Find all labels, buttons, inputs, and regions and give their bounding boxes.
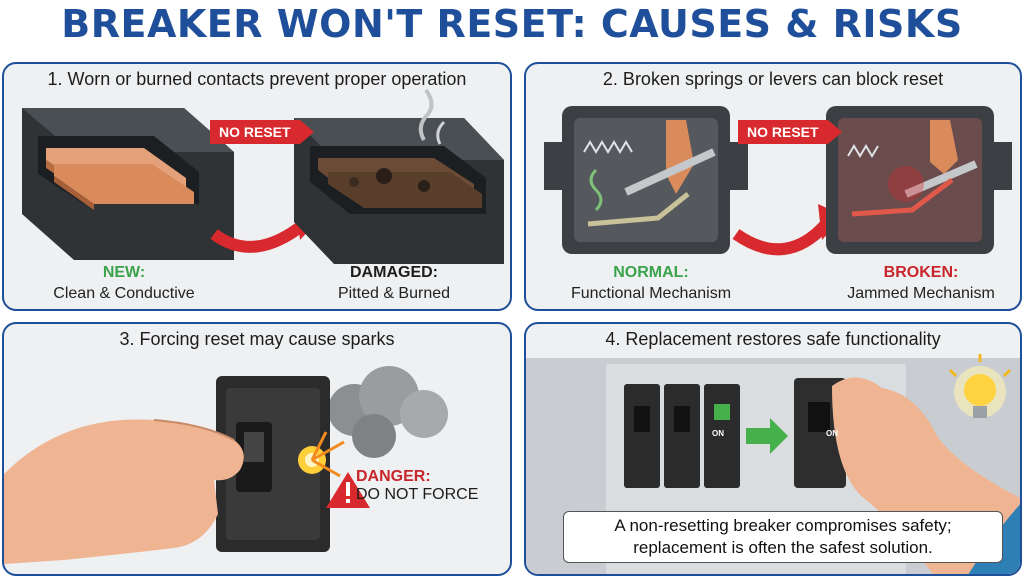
hand-image — [4, 419, 244, 564]
panel-title: 2. Broken springs or levers can block re… — [602, 69, 944, 89]
on-label: ON — [712, 429, 724, 438]
new-description: Clean & Conductive — [53, 285, 195, 302]
no-reset-badge: NO RESET — [210, 120, 314, 144]
breaker-image — [216, 376, 330, 552]
danger-warning: DANGER: DO NOT FORCE — [356, 468, 478, 504]
broken-mechanism-image — [826, 106, 1012, 254]
damaged-description: Pitted & Burned — [337, 285, 451, 302]
damaged-caption: DAMAGED: Pitted & Burned — [304, 262, 484, 304]
panel-worn-contacts: 1. Worn or burned contacts prevent prope… — [2, 62, 512, 311]
new-contacts-image — [22, 108, 234, 260]
danger-label: DANGER: — [356, 468, 431, 485]
on-label-new: ON — [826, 429, 838, 438]
broken-description: Jammed Mechanism — [847, 285, 995, 302]
light-bulb-icon — [948, 354, 1012, 418]
normal-mechanism-image — [544, 106, 748, 254]
damaged-contacts-image — [294, 88, 504, 264]
new-caption: NEW: Clean & Conductive — [24, 262, 224, 304]
panel-forcing-reset: 3. Forcing reset may cause sparks — [2, 322, 512, 576]
panel-title: 4. Replacement restores safe functionali… — [605, 329, 941, 349]
normal-caption: NORMAL: Functional Mechanism — [546, 262, 756, 304]
curved-arrow-icon — [732, 219, 831, 256]
smoke-cloud — [328, 366, 448, 458]
panel-title: 3. Forcing reset may cause sparks — [119, 329, 395, 349]
note-line-1: A non-resetting breaker compromises safe… — [614, 516, 952, 535]
panel-breakers — [624, 384, 740, 488]
forcing-illustration — [4, 366, 448, 564]
normal-description: Functional Mechanism — [570, 285, 732, 302]
curved-arrow-icon — [210, 219, 308, 253]
broken-caption: BROKEN: Jammed Mechanism — [826, 262, 1016, 304]
green-arrow-icon — [746, 418, 788, 454]
panel-title: 1. Worn or burned contacts prevent prope… — [47, 69, 467, 89]
note-line-2: replacement is often the safest solution… — [633, 538, 933, 557]
danger-description: DO NOT FORCE — [356, 486, 479, 503]
page-title: BREAKER WON'T RESET: CAUSES & RISKS — [61, 2, 963, 46]
normal-label: NORMAL: — [613, 264, 689, 281]
no-reset-badge: NO RESET — [738, 120, 842, 144]
broken-label: BROKEN: — [883, 264, 959, 281]
mechanism-illustration — [544, 106, 1012, 256]
replacement-note: A non-resetting breaker compromises safe… — [563, 511, 1003, 563]
spark-image — [298, 431, 345, 478]
new-label: NEW: — [102, 264, 146, 281]
panel-broken-springs: 2. Broken springs or levers can block re… — [524, 62, 1022, 311]
damaged-label: DAMAGED: — [350, 264, 438, 281]
contacts-illustration — [22, 88, 504, 264]
